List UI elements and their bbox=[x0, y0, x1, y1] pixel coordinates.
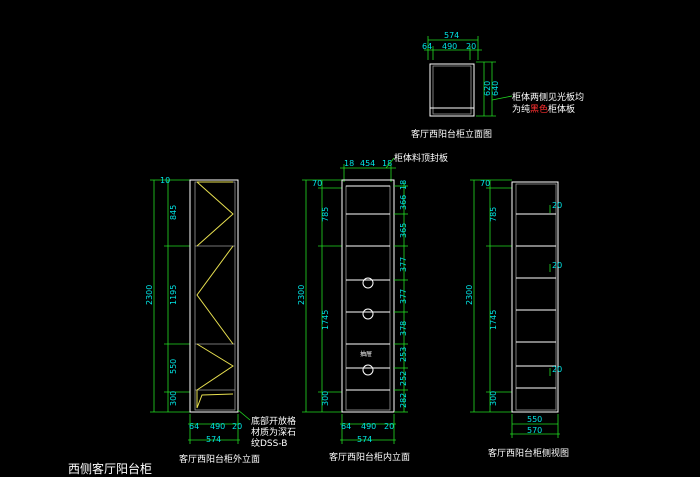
inner-top-left: 18 bbox=[344, 159, 354, 168]
outer-note-line3: 纹DSS-B bbox=[251, 437, 287, 449]
top-note-line2: 为纯黑色柜体板 bbox=[512, 103, 575, 115]
side-seg-0: 70 bbox=[480, 179, 490, 188]
side-view: 2300 70 785 1745 300 20 20 20 550 570 客厅… bbox=[465, 179, 569, 459]
side-caption: 客厅西阳台柜侧视图 bbox=[488, 447, 569, 459]
inner-shelf-4: 377 bbox=[399, 289, 408, 304]
outer-seg-2: 1195 bbox=[169, 285, 178, 305]
inner-shelf-7: 252 bbox=[399, 371, 408, 386]
inner-overall-width: 574 bbox=[357, 435, 372, 444]
side-mark-1: 20 bbox=[552, 261, 562, 270]
top-w-left: 64 bbox=[422, 42, 432, 51]
inner-w-mid: 490 bbox=[361, 422, 376, 431]
inner-shelf-3: 377 bbox=[399, 257, 408, 272]
outer-note-line1: 底部开放格 bbox=[251, 415, 296, 427]
outer-w-right: 20 bbox=[232, 422, 242, 431]
outer-seg-3: 550 bbox=[169, 359, 178, 374]
top-view-caption: 客厅西阳台柜立面图 bbox=[411, 128, 492, 140]
inner-shelf-1: 366 bbox=[399, 195, 408, 210]
inner-w-right: 20 bbox=[384, 422, 394, 431]
side-mark-0: 20 bbox=[552, 201, 562, 210]
top-view: 574 64 490 20 620 640 柜体两侧见光板均 为纯黑色柜体板 客… bbox=[411, 31, 584, 140]
drawer-label: 抽屉 bbox=[360, 350, 372, 358]
side-inner-width: 550 bbox=[527, 415, 542, 424]
inner-top-mid: 454 bbox=[360, 159, 375, 168]
outer-overall-width: 574 bbox=[206, 435, 221, 444]
side-seg-3: 300 bbox=[489, 391, 498, 406]
side-outer-width: 570 bbox=[527, 426, 542, 435]
inner-shelf-6: 253 bbox=[399, 347, 408, 362]
inner-shelf-8: 282 bbox=[399, 393, 408, 408]
side-mark-2: 20 bbox=[552, 365, 562, 374]
inner-total-height: 2300 bbox=[297, 285, 306, 305]
outer-total-height: 2300 bbox=[145, 285, 154, 305]
side-total-height: 2300 bbox=[465, 285, 474, 305]
outer-seg-0: 10 bbox=[160, 176, 170, 185]
top-overall-width: 574 bbox=[444, 31, 459, 40]
front-outer-view: 2300 10 845 1195 550 300 64 490 20 574 底… bbox=[145, 176, 296, 465]
inner-seg-1: 785 bbox=[321, 207, 330, 222]
inner-caption: 客厅西阳台柜内立面 bbox=[329, 451, 410, 463]
inner-seg-2: 1745 bbox=[321, 310, 330, 330]
inner-seg-0: 70 bbox=[312, 179, 322, 188]
front-inner-view: 18 454 18 柜体料顶封板 2300 70 785 1745 300 抽屉 bbox=[297, 152, 448, 463]
outer-w-left: 64 bbox=[189, 422, 199, 431]
top-h-outer: 640 bbox=[491, 81, 500, 96]
side-seg-2: 1745 bbox=[489, 310, 498, 330]
inner-top-note: 柜体料顶封板 bbox=[394, 152, 448, 164]
inner-seg-3: 300 bbox=[321, 391, 330, 406]
inner-shelf-2: 365 bbox=[399, 223, 408, 238]
side-seg-1: 785 bbox=[489, 207, 498, 222]
outer-note-line2: 材质为深石 bbox=[251, 426, 296, 438]
outer-caption: 客厅西阳台柜外立面 bbox=[179, 453, 260, 465]
inner-shelf-0: 18 bbox=[399, 180, 408, 190]
top-w-mid: 490 bbox=[442, 42, 457, 51]
top-note-line1: 柜体两侧见光板均 bbox=[512, 91, 584, 103]
inner-top-right: 18 bbox=[382, 159, 392, 168]
top-h-inner: 620 bbox=[483, 81, 492, 96]
outer-w-mid: 490 bbox=[210, 422, 225, 431]
top-w-right: 20 bbox=[466, 42, 476, 51]
inner-w-left: 64 bbox=[341, 422, 351, 431]
outer-seg-1: 845 bbox=[169, 205, 178, 220]
sheet-title: 西侧客厅阳台柜 bbox=[68, 461, 152, 476]
inner-shelf-5: 378 bbox=[399, 321, 408, 336]
outer-seg-4: 300 bbox=[169, 391, 178, 406]
